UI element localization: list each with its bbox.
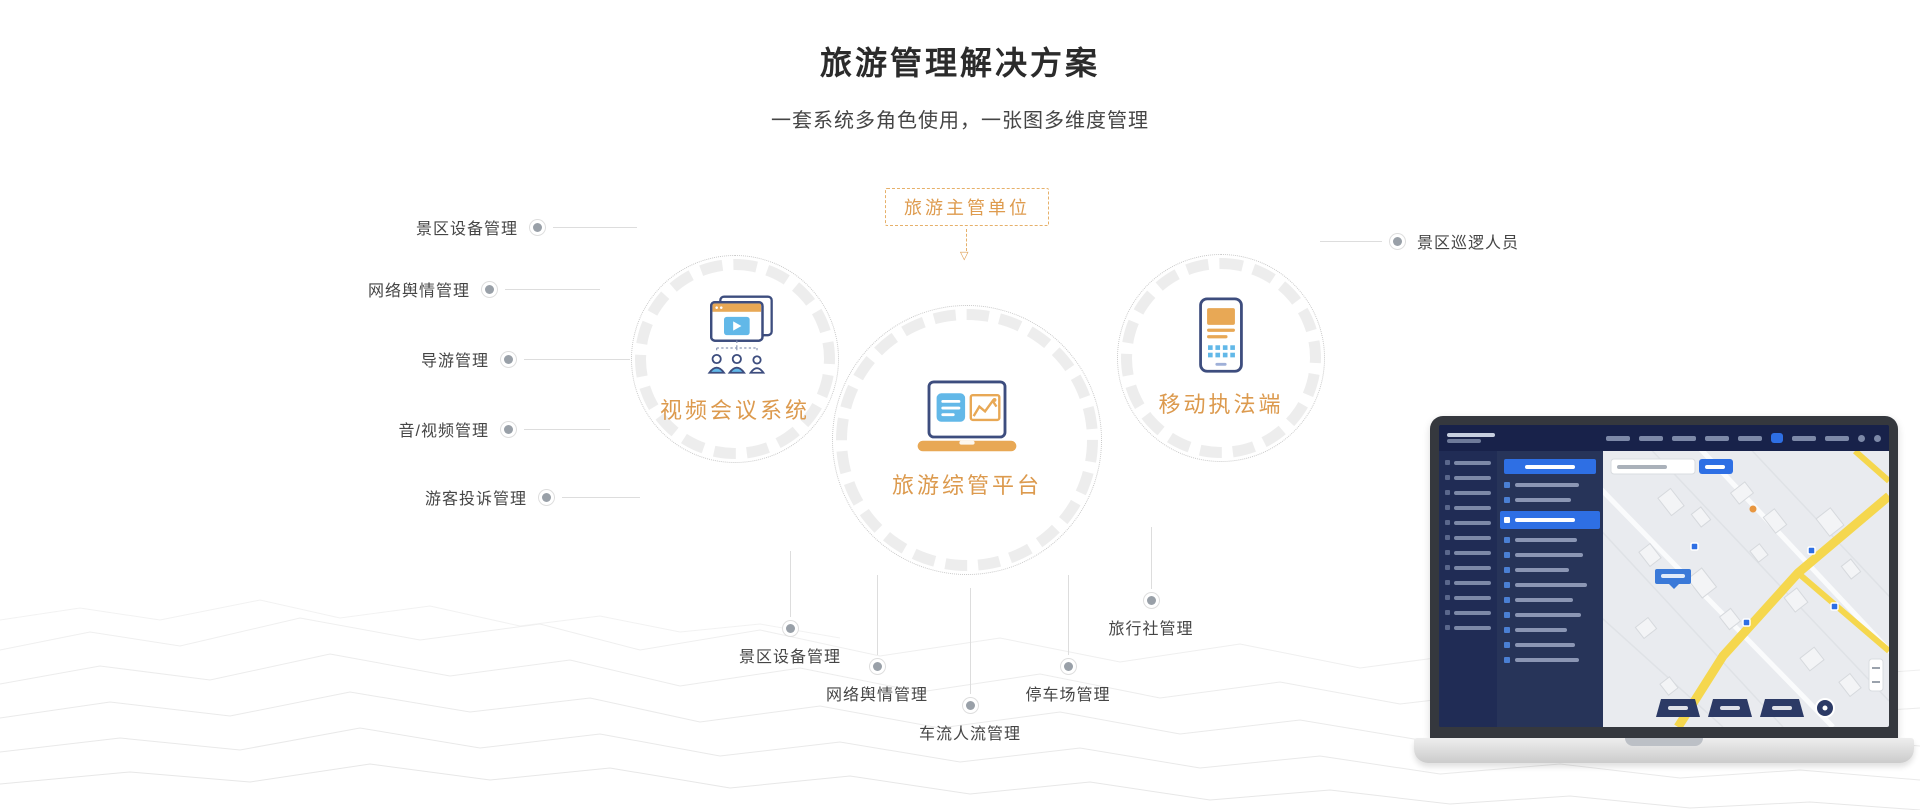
feature-row: 音/视频管理 xyxy=(398,419,610,440)
feature-label: 音/视频管理 xyxy=(398,423,489,440)
feature-row: 景区巡逻人员 xyxy=(1320,231,1520,252)
connector-line xyxy=(553,226,637,228)
connector-line xyxy=(789,551,791,617)
feature-row: 车流人流管理 xyxy=(890,588,1050,744)
map-bottom-tabs xyxy=(1656,698,1835,718)
dashboard-3d-map xyxy=(1603,451,1889,727)
feature-label: 网络舆情管理 xyxy=(825,687,928,704)
feature-row: 网络舆情管理 xyxy=(367,279,600,300)
feature-label: 景区巡逻人员 xyxy=(1417,235,1520,252)
node-label-mobile-enforcement: 移动执法端 xyxy=(1158,392,1284,417)
dashboard-screenshot xyxy=(1439,425,1889,727)
connector-dot xyxy=(1063,662,1073,671)
feature-row: 停车场管理 xyxy=(988,575,1148,705)
feature-label: 景区设备管理 xyxy=(738,649,841,666)
video-conference-icon xyxy=(707,295,773,374)
laptop-screen-bezel xyxy=(1430,416,1898,738)
connector-dot xyxy=(965,701,975,710)
connector-line xyxy=(1320,240,1382,242)
feature-label: 停车场管理 xyxy=(1025,687,1111,704)
tick-ring xyxy=(635,259,835,459)
feature-label: 车流人流管理 xyxy=(918,726,1021,743)
feature-row: 游客投诉管理 xyxy=(424,487,640,508)
feature-row: 旅行社管理 xyxy=(1071,527,1231,639)
page-subtitle: 一套系统多角色使用，一张图多维度管理 xyxy=(771,110,1149,132)
connector-line xyxy=(505,288,600,290)
node-label-management-platform: 旅游综管平台 xyxy=(891,473,1042,498)
arrow-down-icon: ▽ xyxy=(960,250,969,262)
feature-row: 导游管理 xyxy=(420,349,630,370)
dashboard-logo xyxy=(1447,431,1495,445)
dashboard-submenu-panel xyxy=(1497,451,1603,727)
laptop-base xyxy=(1414,738,1914,763)
node-management-platform: 旅游综管平台 xyxy=(832,305,1102,575)
feature-label: 导游管理 xyxy=(420,353,489,370)
authority-box: 旅游主管单位 xyxy=(885,188,1049,226)
node-video-conference: 视频会议系统 xyxy=(631,255,839,463)
node-mobile-enforcement: 移动执法端 xyxy=(1117,254,1325,462)
tick-ring xyxy=(836,309,1098,571)
page-title: 旅游管理解决方案 xyxy=(819,45,1100,81)
node-label-video-conference: 视频会议系统 xyxy=(659,398,810,423)
laptop-notch xyxy=(1625,738,1703,746)
feature-label: 旅行社管理 xyxy=(1108,621,1194,638)
feature-row: 网络舆情管理 xyxy=(797,575,957,705)
connector-line xyxy=(524,358,630,360)
authority-connector-line xyxy=(966,229,967,251)
dashboard-active-tab xyxy=(1771,433,1783,443)
management-platform-laptop-icon xyxy=(917,380,1017,452)
connector-dot xyxy=(1146,596,1156,605)
dashboard-sidebar xyxy=(1439,451,1497,727)
feature-label: 景区设备管理 xyxy=(415,221,518,238)
connector-dot xyxy=(485,284,494,294)
mobile-enforcement-phone-icon xyxy=(1199,297,1243,373)
connector-line xyxy=(524,428,610,430)
connector-dot xyxy=(533,222,542,232)
connector-dot xyxy=(785,624,795,633)
connector-dot xyxy=(1393,236,1402,246)
connector-line xyxy=(876,575,878,655)
laptop-mockup xyxy=(1414,416,1914,766)
connector-line xyxy=(562,496,640,498)
feature-row: 景区设备管理 xyxy=(415,217,637,238)
connector-line xyxy=(1067,575,1069,655)
connector-line xyxy=(1150,527,1152,589)
connector-line xyxy=(969,588,971,694)
connector-dot xyxy=(542,492,551,502)
dashboard-top-bar xyxy=(1439,425,1889,451)
connector-dot xyxy=(504,424,513,434)
dashboard-menu xyxy=(1606,433,1881,443)
feature-label: 游客投诉管理 xyxy=(424,491,527,508)
connector-dot xyxy=(504,354,513,364)
dashboard-panel-button xyxy=(1504,459,1596,474)
connector-dot xyxy=(872,662,882,671)
dashboard-selected-item xyxy=(1500,511,1600,529)
tick-ring xyxy=(1121,258,1321,458)
feature-label: 网络舆情管理 xyxy=(367,283,470,300)
feature-row: 景区设备管理 xyxy=(710,551,870,667)
